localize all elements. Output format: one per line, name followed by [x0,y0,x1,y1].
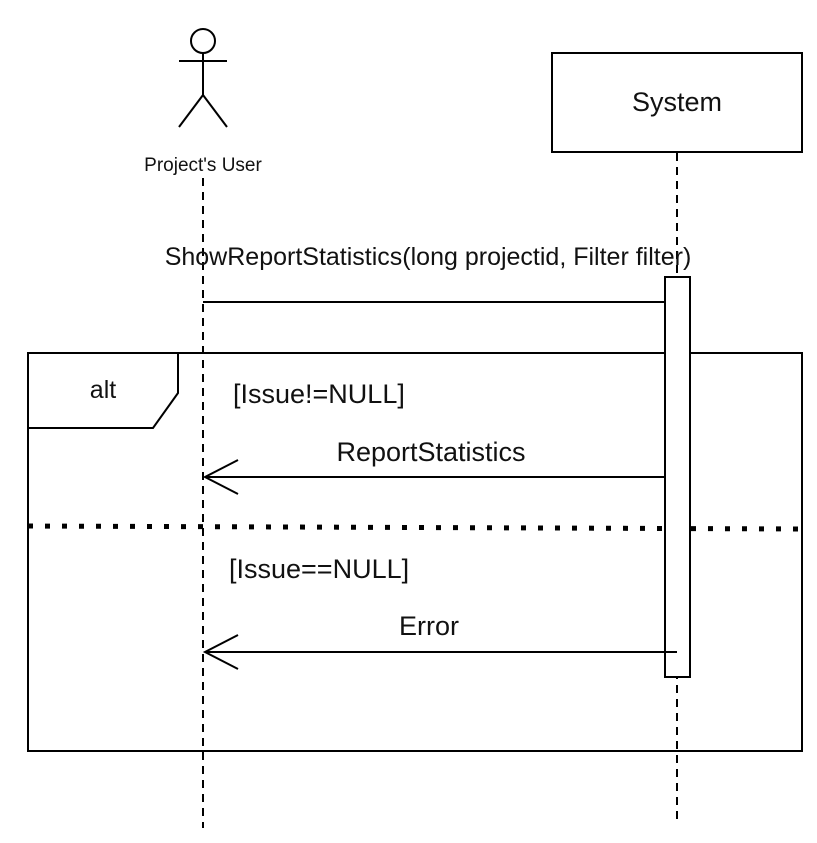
system-box [551,52,803,153]
alt-fragment-frame [27,352,803,752]
message-error-label: Error [399,611,459,641]
actor-left-leg [178,94,204,128]
actor-user-label: Project's User [144,155,262,176]
alt-fragment-label: alt [90,376,116,404]
alt-fragment: alt [Issue!=NULL] [Issue==NULL] [27,352,803,752]
message-error-arrowhead [202,634,239,670]
participant-system: System [551,52,803,153]
guard-first: [Issue!=NULL] [233,379,405,409]
message-reply-arrowhead [202,459,239,495]
system-label: System [632,87,722,117]
actor-head [190,28,216,54]
message-call-label: ShowReportStatistics(long projectid, Fil… [165,243,692,271]
actor-user: Project's User [144,28,263,176]
activation-bar [664,276,691,678]
actor-right-leg [202,94,228,128]
message-reply-label: ReportStatistics [336,437,525,467]
alt-fragment-tab [28,353,179,429]
guard-second: [Issue==NULL] [229,554,409,584]
